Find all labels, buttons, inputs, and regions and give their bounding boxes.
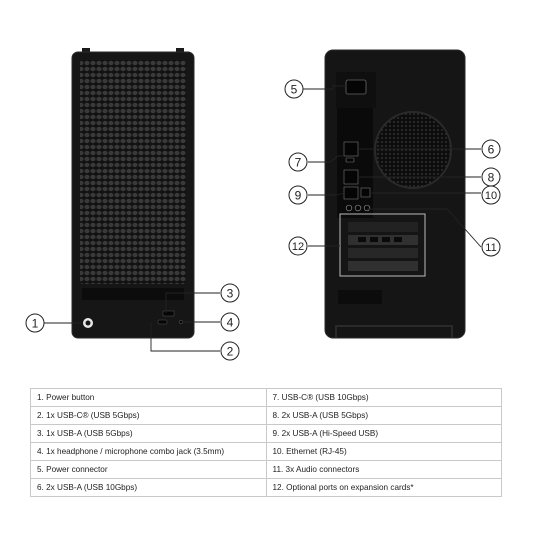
legend-row: 6. 2x USB-A (USB 10Gbps) 12. Optional po… (30, 478, 502, 497)
callout-7-label: 7 (295, 156, 302, 170)
legend-cell: 5. Power connector (30, 460, 267, 479)
rear-audio-connectors (345, 204, 371, 212)
callout-12-label: 12 (292, 241, 304, 253)
callout-3-label: 3 (227, 287, 234, 301)
rear-io-panel (337, 108, 373, 218)
callout-1-label: 1 (32, 317, 39, 331)
legend-cell: 3. 1x USB-A (USB 5Gbps) (30, 424, 267, 443)
expansion-highlight-box (339, 213, 426, 277)
legend-cell: 11. 3x Audio connectors (265, 460, 502, 479)
callout-2-label: 2 (227, 345, 234, 359)
callout-10: 10 (481, 185, 501, 205)
legend-cell: 1. Power button (30, 388, 267, 407)
callout-6-label: 6 (488, 143, 495, 157)
legend-cell: 12. Optional ports on expansion cards* (265, 478, 502, 497)
legend-cell: 6. 2x USB-A (USB 10Gbps) (30, 478, 267, 497)
legend-row: 2. 1x USB-C® (USB 5Gbps) 8. 2x USB-A (US… (30, 406, 502, 425)
callout-8: 8 (481, 167, 501, 187)
callout-5: 5 (284, 79, 304, 99)
legend-row: 4. 1x headphone / microphone combo jack … (30, 442, 502, 461)
legend-row: 1. Power button 7. USB-C® (USB 10Gbps) (30, 388, 502, 407)
rear-view (324, 49, 466, 339)
front-mesh-panel (80, 60, 186, 284)
callout-11: 11 (481, 237, 501, 257)
rear-fan-grille (374, 111, 452, 189)
callout-3: 3 (220, 283, 240, 303)
callout-8-label: 8 (488, 171, 495, 185)
legend-cell: 8. 2x USB-A (USB 5Gbps) (265, 406, 502, 425)
rear-ethernet-port (360, 187, 371, 198)
rear-usb-a-hispeed-ports (343, 186, 359, 200)
callout-1: 1 (25, 313, 45, 333)
callout-7: 7 (288, 152, 308, 172)
front-view (71, 48, 195, 339)
rear-usb-a-5g-ports (343, 169, 359, 185)
front-usb-c-port (157, 319, 168, 325)
rear-usb-c-port (345, 157, 355, 163)
legend-cell: 7. USB-C® (USB 10Gbps) (265, 388, 502, 407)
callout-4-label: 4 (227, 316, 234, 330)
front-lower-band (82, 288, 184, 300)
rear-bottom-slot (338, 290, 382, 304)
callout-10-label: 10 (485, 190, 497, 202)
legend-cell: 2. 1x USB-C® (USB 5Gbps) (30, 406, 267, 425)
power-connector (345, 79, 367, 95)
legend-row: 3. 1x USB-A (USB 5Gbps) 9. 2x USB-A (Hi-… (30, 424, 502, 443)
front-top-tab-left (82, 48, 90, 54)
callout-6: 6 (481, 139, 501, 159)
callout-12: 12 (288, 236, 308, 256)
product-diagram: 1 2 3 4 5 6 7 8 9 10 11 12 (25, 48, 501, 361)
callout-9-label: 9 (295, 189, 302, 203)
power-button (83, 318, 93, 328)
port-legend-table: 1. Power button 7. USB-C® (USB 10Gbps) 2… (30, 388, 502, 497)
callout-5-label: 5 (291, 83, 298, 97)
callout-9: 9 (288, 185, 308, 205)
rear-usb-a-10g-ports (343, 141, 359, 157)
legend-cell: 9. 2x USB-A (Hi-Speed USB) (265, 424, 502, 443)
callout-2: 2 (220, 341, 240, 361)
rear-foot (335, 325, 453, 338)
callout-4: 4 (220, 312, 240, 332)
front-usb-a-port (162, 310, 175, 317)
legend-row: 5. Power connector 11. 3x Audio connecto… (30, 460, 502, 479)
callout-11-label: 11 (485, 242, 496, 254)
legend-cell: 10. Ethernet (RJ-45) (265, 442, 502, 461)
leader-lines (44, 85, 482, 352)
rear-expansion-cards (348, 222, 418, 271)
legend-cell: 4. 1x headphone / microphone combo jack … (30, 442, 267, 461)
front-top-tab-right (176, 48, 184, 54)
